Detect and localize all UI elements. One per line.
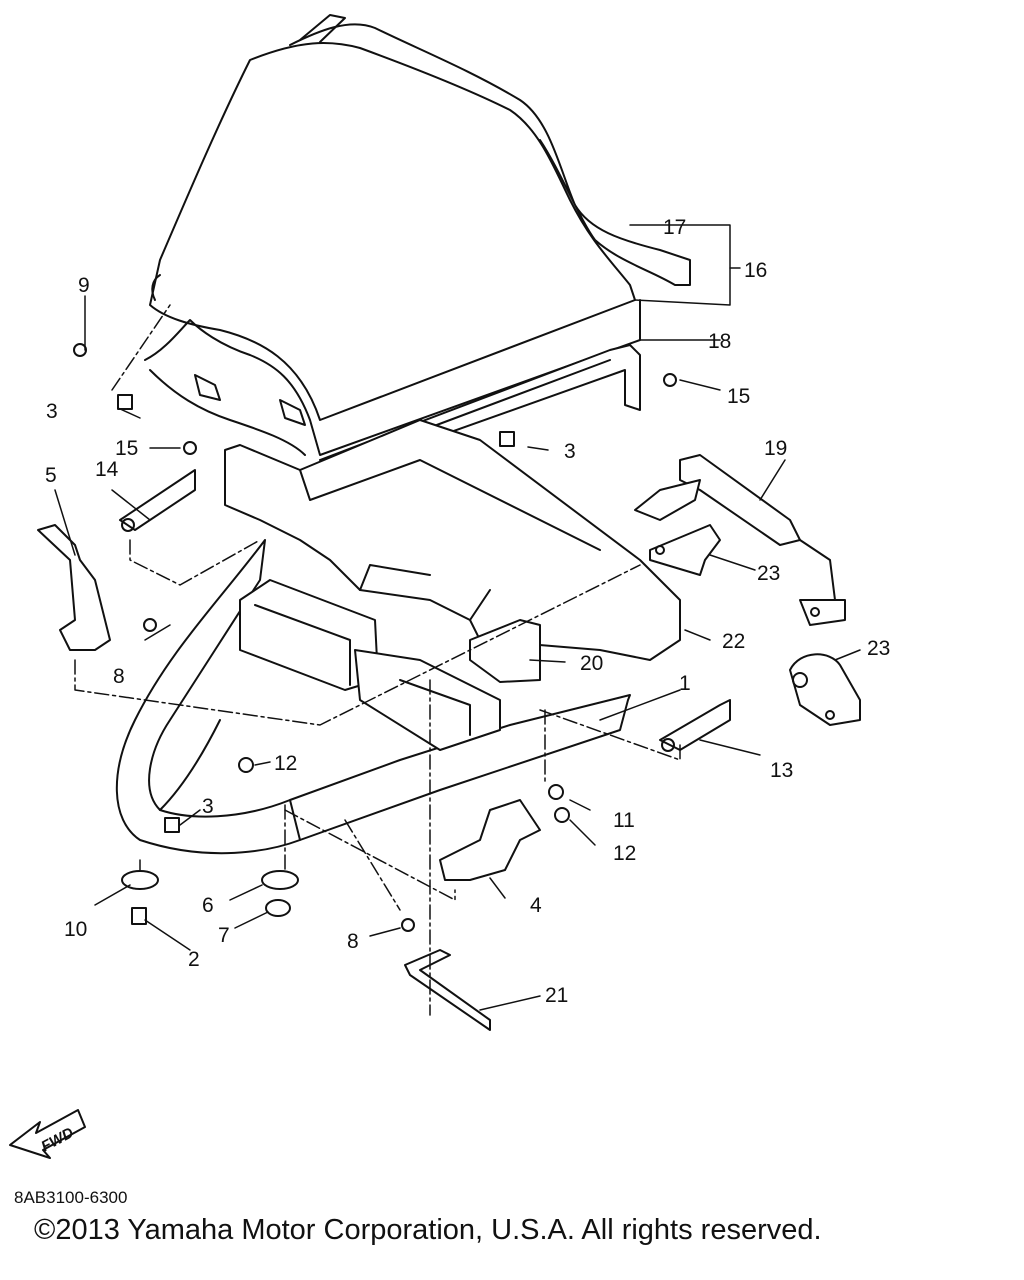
bracket-23-a [649, 524, 721, 576]
callout-23-top: 23 [757, 562, 780, 585]
callout-19: 19 [764, 437, 787, 460]
callout-10: 10 [64, 918, 87, 941]
windshield [149, 14, 691, 421]
leader-lines [54, 224, 861, 1016]
windshield-lower-frame [144, 299, 641, 456]
copyright-notice: ©2013 Yamaha Motor Corporation, U.S.A. A… [34, 1214, 822, 1246]
callout-11: 11 [613, 809, 635, 832]
bracket-14 [119, 469, 196, 532]
callout-20: 20 [580, 652, 603, 675]
cover-20 [469, 619, 541, 683]
callout-2: 2 [188, 948, 200, 971]
callout-15-right: 15 [727, 385, 750, 408]
duct-22 [224, 419, 681, 661]
bracket-13 [659, 699, 731, 752]
fwd-arrow-icon: FWD [9, 1109, 86, 1159]
bracket-23-b [789, 653, 861, 726]
callout-7: 7 [218, 924, 230, 947]
callout-3-bottom: 3 [202, 795, 214, 818]
callout-18: 18 [708, 330, 731, 353]
cowling-body-1 [115, 539, 631, 855]
callout-13: 13 [770, 759, 793, 782]
callout-22: 22 [722, 630, 745, 653]
callout-6: 6 [202, 894, 214, 917]
callout-17: 17 [663, 216, 686, 239]
callout-5: 5 [45, 464, 57, 487]
callout-8-bottom: 8 [347, 930, 359, 953]
bracket-4 [439, 799, 541, 881]
callout-21: 21 [545, 984, 568, 1007]
fasteners [73, 343, 677, 932]
rod-21 [404, 949, 491, 1031]
callout-14: 14 [95, 458, 119, 481]
callout-12-right: 12 [613, 842, 636, 865]
callout-3-mid: 3 [564, 440, 576, 463]
callout-15-left: 15 [115, 437, 138, 460]
part-number: 8AB3100-6300 [14, 1188, 128, 1207]
electronics-boxes [239, 579, 501, 751]
callout-labels: 17 16 9 18 15 3 3 15 19 14 5 23 22 23 20… [45, 216, 890, 1007]
callout-4: 4 [530, 894, 542, 917]
bracket-19 [634, 454, 846, 626]
bracket-5 [37, 524, 111, 651]
callout-23-bottom: 23 [867, 637, 890, 660]
callout-12-left: 12 [274, 752, 297, 775]
callout-3-top: 3 [46, 400, 58, 423]
callout-9: 9 [78, 274, 90, 297]
callout-8-left: 8 [113, 665, 125, 688]
callout-1: 1 [679, 672, 691, 695]
callout-16: 16 [744, 259, 767, 282]
